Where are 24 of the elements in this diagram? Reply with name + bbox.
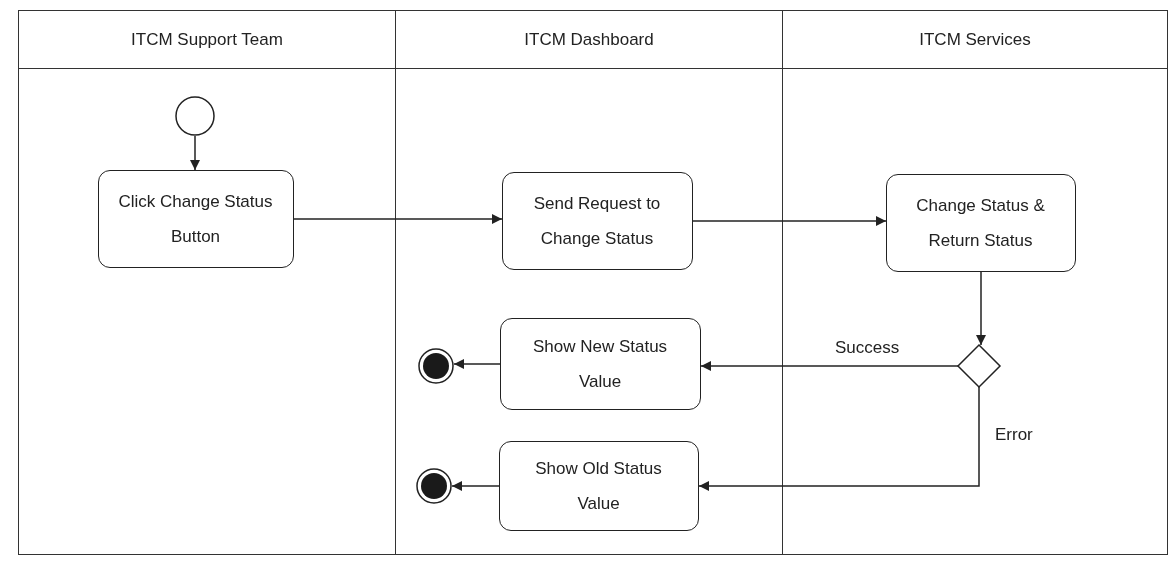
action-label: Send Request to Change Status xyxy=(532,192,662,250)
action-label: Show New Status Value xyxy=(531,335,669,393)
arrow xyxy=(692,216,887,226)
lane-title: ITCM Support Team xyxy=(131,29,283,50)
arrow xyxy=(698,386,980,491)
swimlane xyxy=(782,10,1168,555)
swimlane xyxy=(18,10,396,555)
action-label: Change Status & Return Status xyxy=(915,194,1046,252)
action-label: Show Old Status Value xyxy=(534,457,663,515)
arrow xyxy=(451,481,500,491)
arrow xyxy=(700,361,959,371)
arrow xyxy=(190,135,200,171)
swimlane xyxy=(395,10,783,555)
action-label: Click Change Status Button xyxy=(117,190,274,248)
lane-title: ITCM Dashboard xyxy=(524,29,654,50)
action-box xyxy=(501,171,693,270)
action-box xyxy=(499,317,701,410)
arrow xyxy=(293,214,503,224)
action-box xyxy=(885,173,1076,272)
action-box xyxy=(97,169,294,268)
arrow xyxy=(453,359,501,369)
arrow xyxy=(976,271,986,346)
lane-title: ITCM Services xyxy=(919,29,1031,50)
action-box xyxy=(498,440,699,531)
